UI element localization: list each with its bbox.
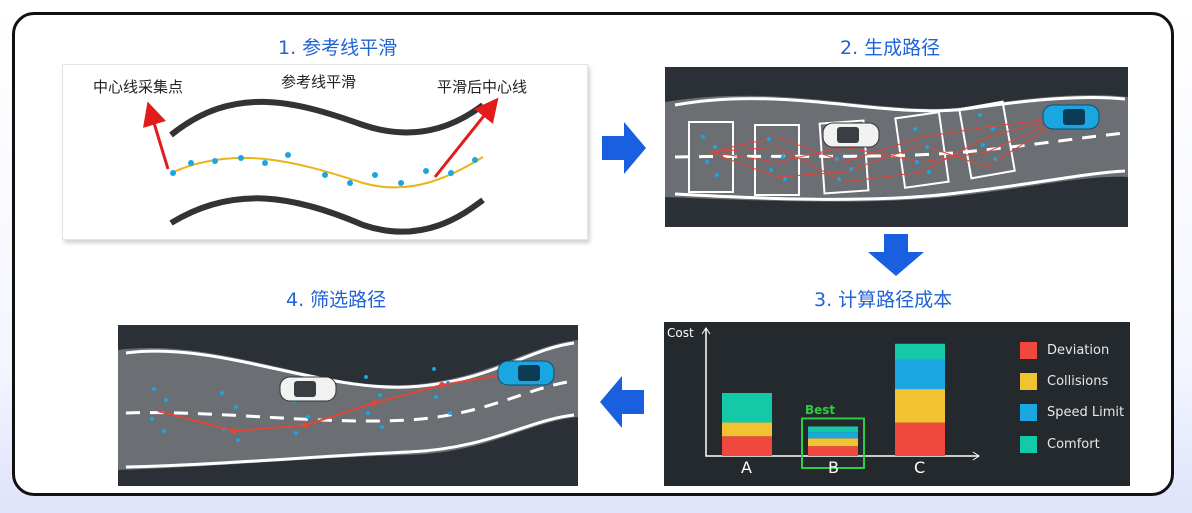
bar-a-deviation xyxy=(722,436,772,456)
legend-collisions: Collisions xyxy=(1020,373,1108,390)
smoothed-centerline xyxy=(170,156,484,189)
category-label-b: B xyxy=(828,458,839,477)
legend-swatch xyxy=(1020,373,1037,390)
legend-label: Comfort xyxy=(1047,437,1100,452)
candidate-paths xyxy=(708,116,1066,183)
bar-c-comfort xyxy=(895,343,945,360)
selected-path xyxy=(157,372,514,433)
bar-c-collisions xyxy=(895,389,945,423)
legend-label: Deviation xyxy=(1047,343,1110,358)
red-arrow-right xyxy=(433,97,499,178)
bar-b-deviation xyxy=(808,446,858,456)
legend-speed-limit: Speed Limit xyxy=(1020,404,1124,421)
arrow-right-icon xyxy=(602,122,646,174)
blue-car-icon xyxy=(497,360,555,386)
legend-label: Collisions xyxy=(1047,374,1109,389)
label-smoothing: 参考线平滑 xyxy=(281,73,357,91)
sample-dots-2 xyxy=(701,113,997,181)
best-label: Best xyxy=(805,403,836,417)
bar-c-deviation xyxy=(895,422,945,456)
label-smoothed-centerline: 平滑后中心线 xyxy=(437,78,528,96)
lower-road-edge xyxy=(169,195,485,235)
upper-road-edge xyxy=(169,98,485,138)
generate-paths-panel xyxy=(665,67,1128,227)
best-highlight-box xyxy=(801,417,865,469)
blue-car-icon xyxy=(1042,104,1100,130)
legend-swatch xyxy=(1020,342,1037,359)
step-3-title: 3. 计算路径成本 xyxy=(814,289,953,311)
sample-points xyxy=(170,152,478,186)
bar-a-collisions xyxy=(722,422,772,437)
chart-axes xyxy=(705,328,979,457)
category-label-a: A xyxy=(741,458,752,477)
legend-swatch xyxy=(1020,436,1037,453)
white-car-icon xyxy=(822,122,880,148)
white-car-icon xyxy=(279,376,337,402)
arrow-left-icon xyxy=(600,376,644,428)
cost-chart-panel: Cost A B C Best Deviation Collisions Spe… xyxy=(664,322,1130,486)
step-2-title: 2. 生成路径 xyxy=(840,37,941,59)
road-surface xyxy=(665,95,1128,202)
bar-b-collisions xyxy=(808,438,858,447)
legend-label: Speed Limit xyxy=(1047,405,1125,420)
road-surface xyxy=(118,340,578,470)
legend-deviation: Deviation xyxy=(1020,342,1109,359)
bar-a-comfort xyxy=(722,392,772,423)
category-label-c: C xyxy=(914,458,926,477)
red-arrow-left xyxy=(143,101,170,170)
label-collection-points: 中心线采集点 xyxy=(93,78,184,96)
step-1-title: 1. 参考线平滑 xyxy=(278,37,398,59)
bar-b-comfort xyxy=(808,426,858,433)
select-path-panel xyxy=(118,325,578,486)
step-4-title: 4. 筛选路径 xyxy=(286,289,387,311)
bar-b-speed-limit xyxy=(808,432,858,439)
smoothing-panel: 中心线采集点 参考线平滑 平滑后中心线 xyxy=(62,64,588,240)
legend-comfort: Comfort xyxy=(1020,436,1100,453)
legend-swatch xyxy=(1020,404,1037,421)
cost-chart xyxy=(701,327,980,469)
bar-c-speed-limit xyxy=(895,359,945,390)
sample-dots-4 xyxy=(150,367,452,442)
arrow-down-icon xyxy=(868,234,924,276)
y-axis-label: Cost xyxy=(667,326,694,340)
